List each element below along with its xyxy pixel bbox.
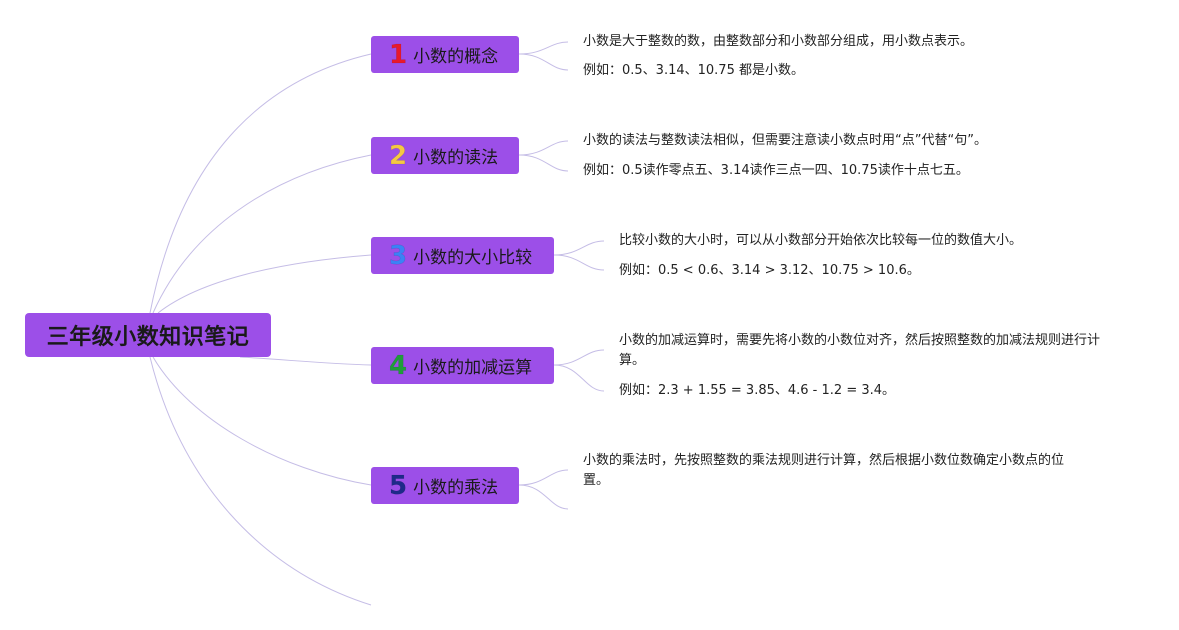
connector-topic-5-note-1 (518, 469, 569, 486)
connector-topic-1-note-2 (518, 53, 569, 71)
topic-3-note-2: 例如：0.5 < 0.6、3.14 > 3.12、10.75 > 10.6。 (619, 263, 920, 278)
connector-topic-3-note-1 (553, 240, 605, 256)
connector-topic-4-note-2 (553, 364, 605, 392)
connector-root-topic-4 (239, 356, 372, 366)
topic-4-note-1: 小数的加减运算时，需要先将小数的小数位对齐，然后按照整数的加减法规则进行计算。 (619, 333, 1101, 368)
topic-1-note-2: 例如：0.5、3.14、10.75 都是小数。 (583, 63, 804, 78)
topic-3[interactable]: 3 小数的大小比较 (371, 237, 554, 274)
topic-5-number: 5 (389, 470, 408, 501)
topic-5-note-1: 小数的乘法时，先按照整数的乘法规则进行计算，然后根据小数位数确定小数点的位置。 (583, 453, 1065, 488)
connector-topic-2-note-1 (518, 140, 569, 156)
connector-root-extra (149, 356, 372, 606)
topic-4-number: 4 (389, 350, 408, 381)
root-topic[interactable]: 三年级小数知识笔记 (25, 313, 271, 357)
topic-1-note-1: 小数是大于整数的数，由整数部分和小数部分组成，用小数点表示。 (583, 34, 974, 49)
topic-3-number: 3 (389, 240, 408, 271)
topic-4[interactable]: 4 小数的加减运算 (371, 347, 554, 384)
connector-topic-2-note-2 (518, 154, 569, 172)
connector-root-topic-2 (152, 154, 372, 314)
connector-topic-4-note-1 (553, 349, 605, 366)
topic-3-note-1: 比较小数的大小时，可以从小数部分开始依次比较每一位的数值大小。 (619, 233, 1023, 248)
root-title: 三年级小数知识笔记 (46, 325, 250, 350)
topic-1-label: 小数的概念 (413, 47, 499, 67)
topic-3-label: 小数的大小比较 (413, 248, 533, 268)
connector-root-topic-3 (157, 254, 372, 314)
topic-2-note-2: 例如：0.5读作零点五、3.14读作三点一四、10.75读作十点七五。 (583, 163, 969, 178)
topic-4-label: 小数的加减运算 (413, 358, 533, 378)
topic-2-label: 小数的读法 (413, 148, 499, 168)
connector-root-topic-5 (152, 356, 372, 486)
topic-2-note-1: 小数的读法与整数读法相似，但需要注意读小数点时用“点”代替“句”。 (583, 133, 987, 148)
connector-topic-1-note-1 (518, 41, 569, 55)
topic-4-note-2: 例如：2.3 + 1.55 = 3.85、4.6 - 1.2 = 3.4。 (619, 383, 896, 398)
topic-2[interactable]: 2 小数的读法 (371, 137, 519, 174)
topic-5[interactable]: 5 小数的乘法 (371, 467, 519, 504)
topic-1-number: 1 (389, 39, 408, 70)
connector-root-topic-1 (149, 53, 372, 314)
topic-5-label: 小数的乘法 (413, 478, 499, 498)
connector-topic-3-note-2 (553, 254, 605, 271)
topic-2-number: 2 (389, 140, 408, 171)
connector-topic-5-note-2 (518, 484, 569, 510)
topic-1[interactable]: 1 小数的概念 (371, 36, 519, 73)
